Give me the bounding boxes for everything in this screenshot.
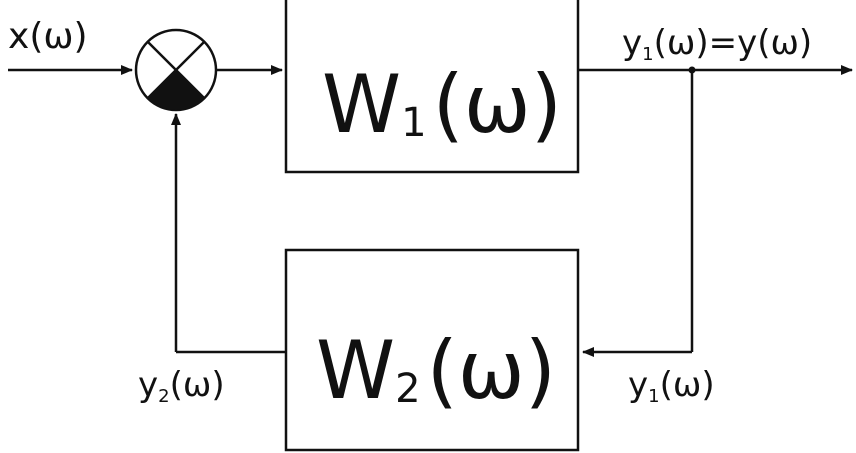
feedback-output-signal-label: y2(ω) [138,365,225,407]
forward-block [284,0,580,174]
output-signal-label: y1(ω)=y(ω) [622,23,812,65]
summing-junction-negative-sector [147,70,205,111]
feedback-input-signal-label: y1(ω) [628,365,715,407]
summing-junction [134,28,218,112]
forward-block-label: W1(ω) [322,58,562,151]
feedback-block [284,248,580,452]
feedback-block-label: W2(ω) [316,324,556,417]
input-signal-label: x(ω) [8,16,88,57]
